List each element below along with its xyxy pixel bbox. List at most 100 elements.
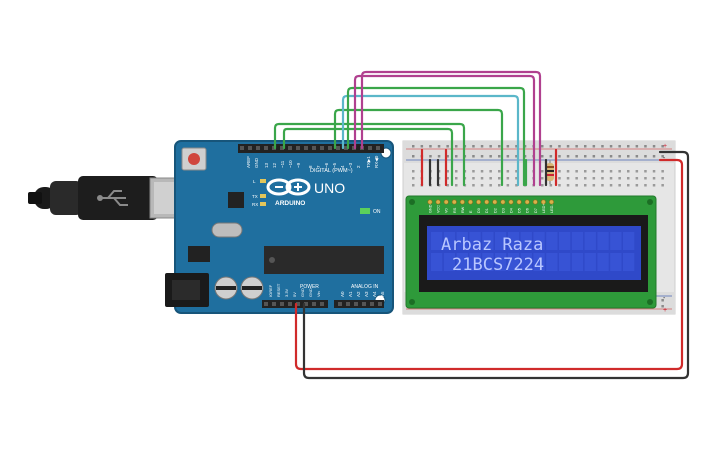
lcd-pin[interactable] (492, 199, 498, 205)
on-led (360, 208, 370, 214)
wire-red-5v[interactable] (294, 158, 684, 371)
header-pin[interactable] (378, 302, 382, 306)
header-pin[interactable] (362, 302, 366, 306)
wire-purple-2[interactable] (360, 70, 542, 187)
digital-pin-label: ~3 (348, 162, 353, 168)
digital-pin-label: 7 (316, 165, 321, 168)
wire-green-1[interactable] (273, 122, 466, 187)
header-pin[interactable] (240, 146, 244, 150)
wire-purple-1[interactable] (353, 74, 536, 187)
digital-pin-label: ~6 (324, 162, 329, 168)
header-pin[interactable] (336, 146, 340, 150)
header-pin[interactable] (338, 302, 342, 306)
header-pin[interactable] (320, 302, 324, 306)
atmega-chip (264, 246, 384, 274)
wire-green-4[interactable] (341, 94, 520, 187)
rail-plus-bottom: + (663, 307, 667, 314)
header-pin[interactable] (368, 146, 372, 150)
digital-pin-label: 8 (308, 165, 313, 168)
resistor[interactable] (546, 160, 554, 184)
lcd-pin-label: D6 (526, 208, 530, 213)
lcd-pin-label: D5 (518, 208, 522, 213)
lcd-pin-label: D3 (501, 208, 505, 213)
header-pin[interactable] (354, 302, 358, 306)
header-pin[interactable] (280, 302, 284, 306)
digital-pin-label: ~9 (296, 162, 301, 168)
rail-plus-top: + (663, 143, 667, 150)
wire-black-gnd[interactable] (302, 150, 690, 380)
header-pin[interactable] (328, 146, 332, 150)
lcd-pin-label: D7 (534, 208, 538, 213)
digital-pin-label: 13 (264, 162, 269, 168)
rail-minus-top: - (663, 155, 666, 162)
tx-led (260, 194, 266, 198)
header-pin[interactable] (296, 146, 300, 150)
power-jack[interactable] (165, 273, 209, 307)
lcd-pin[interactable] (435, 199, 441, 205)
analog-header[interactable] (334, 300, 384, 308)
lcd-pin-label: LED+ (542, 203, 546, 213)
header-pin[interactable] (288, 146, 292, 150)
analog-label: ANALOG IN (351, 284, 379, 290)
lcd-pin[interactable] (476, 199, 482, 205)
analog-pin-label: A0 (340, 291, 345, 297)
header-pin[interactable] (272, 302, 276, 306)
lcd-pin-label: V0 (445, 208, 449, 213)
header-pin[interactable] (288, 302, 292, 306)
header-pin[interactable] (346, 302, 350, 306)
lcd-pin[interactable] (427, 199, 433, 205)
lcd-pin[interactable] (508, 199, 514, 205)
power-label: POWER (300, 284, 319, 290)
lcd-pin[interactable] (548, 199, 554, 205)
arduino-logo-text: ARDUINO (275, 200, 305, 207)
lcd-pin-label: RW (461, 206, 465, 213)
header-pin[interactable] (312, 302, 316, 306)
header-pin[interactable] (304, 302, 308, 306)
wire-green-3[interactable] (333, 108, 504, 187)
crystal-oscillator (211, 222, 243, 238)
lcd-pin[interactable] (524, 199, 530, 205)
header-pin[interactable] (370, 302, 374, 306)
lcd-line-2: 21BCS7224 (452, 255, 544, 275)
digital-header[interactable] (238, 144, 384, 153)
digital-pin-label: AREF (246, 156, 251, 168)
usb-chip (228, 192, 244, 208)
lcd-pin[interactable] (532, 199, 538, 205)
lcd-pin[interactable] (459, 199, 465, 205)
wire-green-2[interactable] (282, 127, 454, 187)
lcd-pin[interactable] (443, 199, 449, 205)
analog-pin-label: A1 (348, 291, 353, 297)
lcd-pin-label: E (469, 210, 473, 213)
digital-pin-label: ~11 (280, 160, 285, 168)
lcd-pin[interactable] (451, 199, 457, 205)
lcd-pin-label: D1 (485, 208, 489, 213)
header-pin[interactable] (320, 146, 324, 150)
lcd-pin[interactable] (467, 199, 473, 205)
usb-icon (97, 190, 128, 206)
header-pin[interactable] (304, 146, 308, 150)
lcd-pin[interactable] (500, 199, 506, 205)
header-pin[interactable] (312, 146, 316, 150)
header-pin[interactable] (376, 146, 380, 150)
arduino-uno-board[interactable]: ARDUINO UNO DIGITAL (PWM~) ANALOG IN POW… (165, 140, 394, 314)
analog-pin-label: A3 (364, 291, 369, 297)
lcd-pin[interactable] (484, 199, 490, 205)
header-pin[interactable] (344, 146, 348, 150)
header-pin[interactable] (296, 302, 300, 306)
header-pin[interactable] (280, 146, 284, 150)
wire-green-5[interactable] (346, 86, 526, 187)
header-pin[interactable] (256, 146, 260, 150)
capacitors (214, 276, 264, 300)
power-pin-label: IOREF (268, 284, 273, 297)
header-pin[interactable] (264, 146, 268, 150)
lcd-pin[interactable] (540, 199, 546, 205)
lcd-pin-header (427, 199, 554, 205)
header-pin[interactable] (248, 146, 252, 150)
reset-button[interactable] (181, 147, 207, 171)
lcd-pin[interactable] (516, 199, 522, 205)
header-pin[interactable] (264, 302, 268, 306)
lcd-line-1: Arbaz Raza (441, 235, 543, 255)
